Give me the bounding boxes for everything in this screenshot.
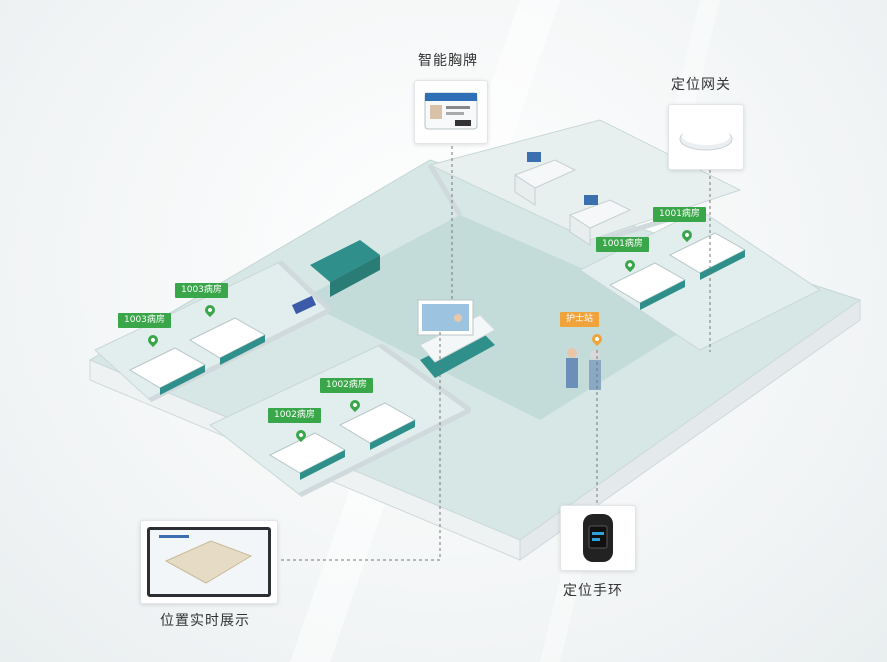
people [454,314,601,390]
room-tag-1001-a: 1001病房 [653,207,706,222]
room-tag-1002-a: 1002病房 [320,378,373,393]
badge-icon [424,92,478,130]
wristband-icon [583,514,613,562]
connector-lines [275,140,711,561]
room-tag-1003-b: 1003病房 [118,313,171,328]
smart-badge-card [414,80,488,144]
room-tag-1002-b: 1002病房 [268,408,321,423]
display-card [140,520,278,604]
gateway-card [668,104,744,170]
wristband-card [560,505,636,571]
monitor-icon [147,527,271,597]
room-tag-1001-b: 1001病房 [596,237,649,252]
wristband-label: 定位手环 [563,583,623,599]
room-tag-1003-a: 1003病房 [175,283,228,298]
badge-label: 智能胸牌 [418,53,478,69]
gateway-icon [679,127,733,151]
gateway-label: 定位网关 [671,77,731,93]
nurse-station-tag: 护士站 [560,312,600,327]
display-label: 位置实时展示 [160,613,250,629]
beds [128,232,747,480]
